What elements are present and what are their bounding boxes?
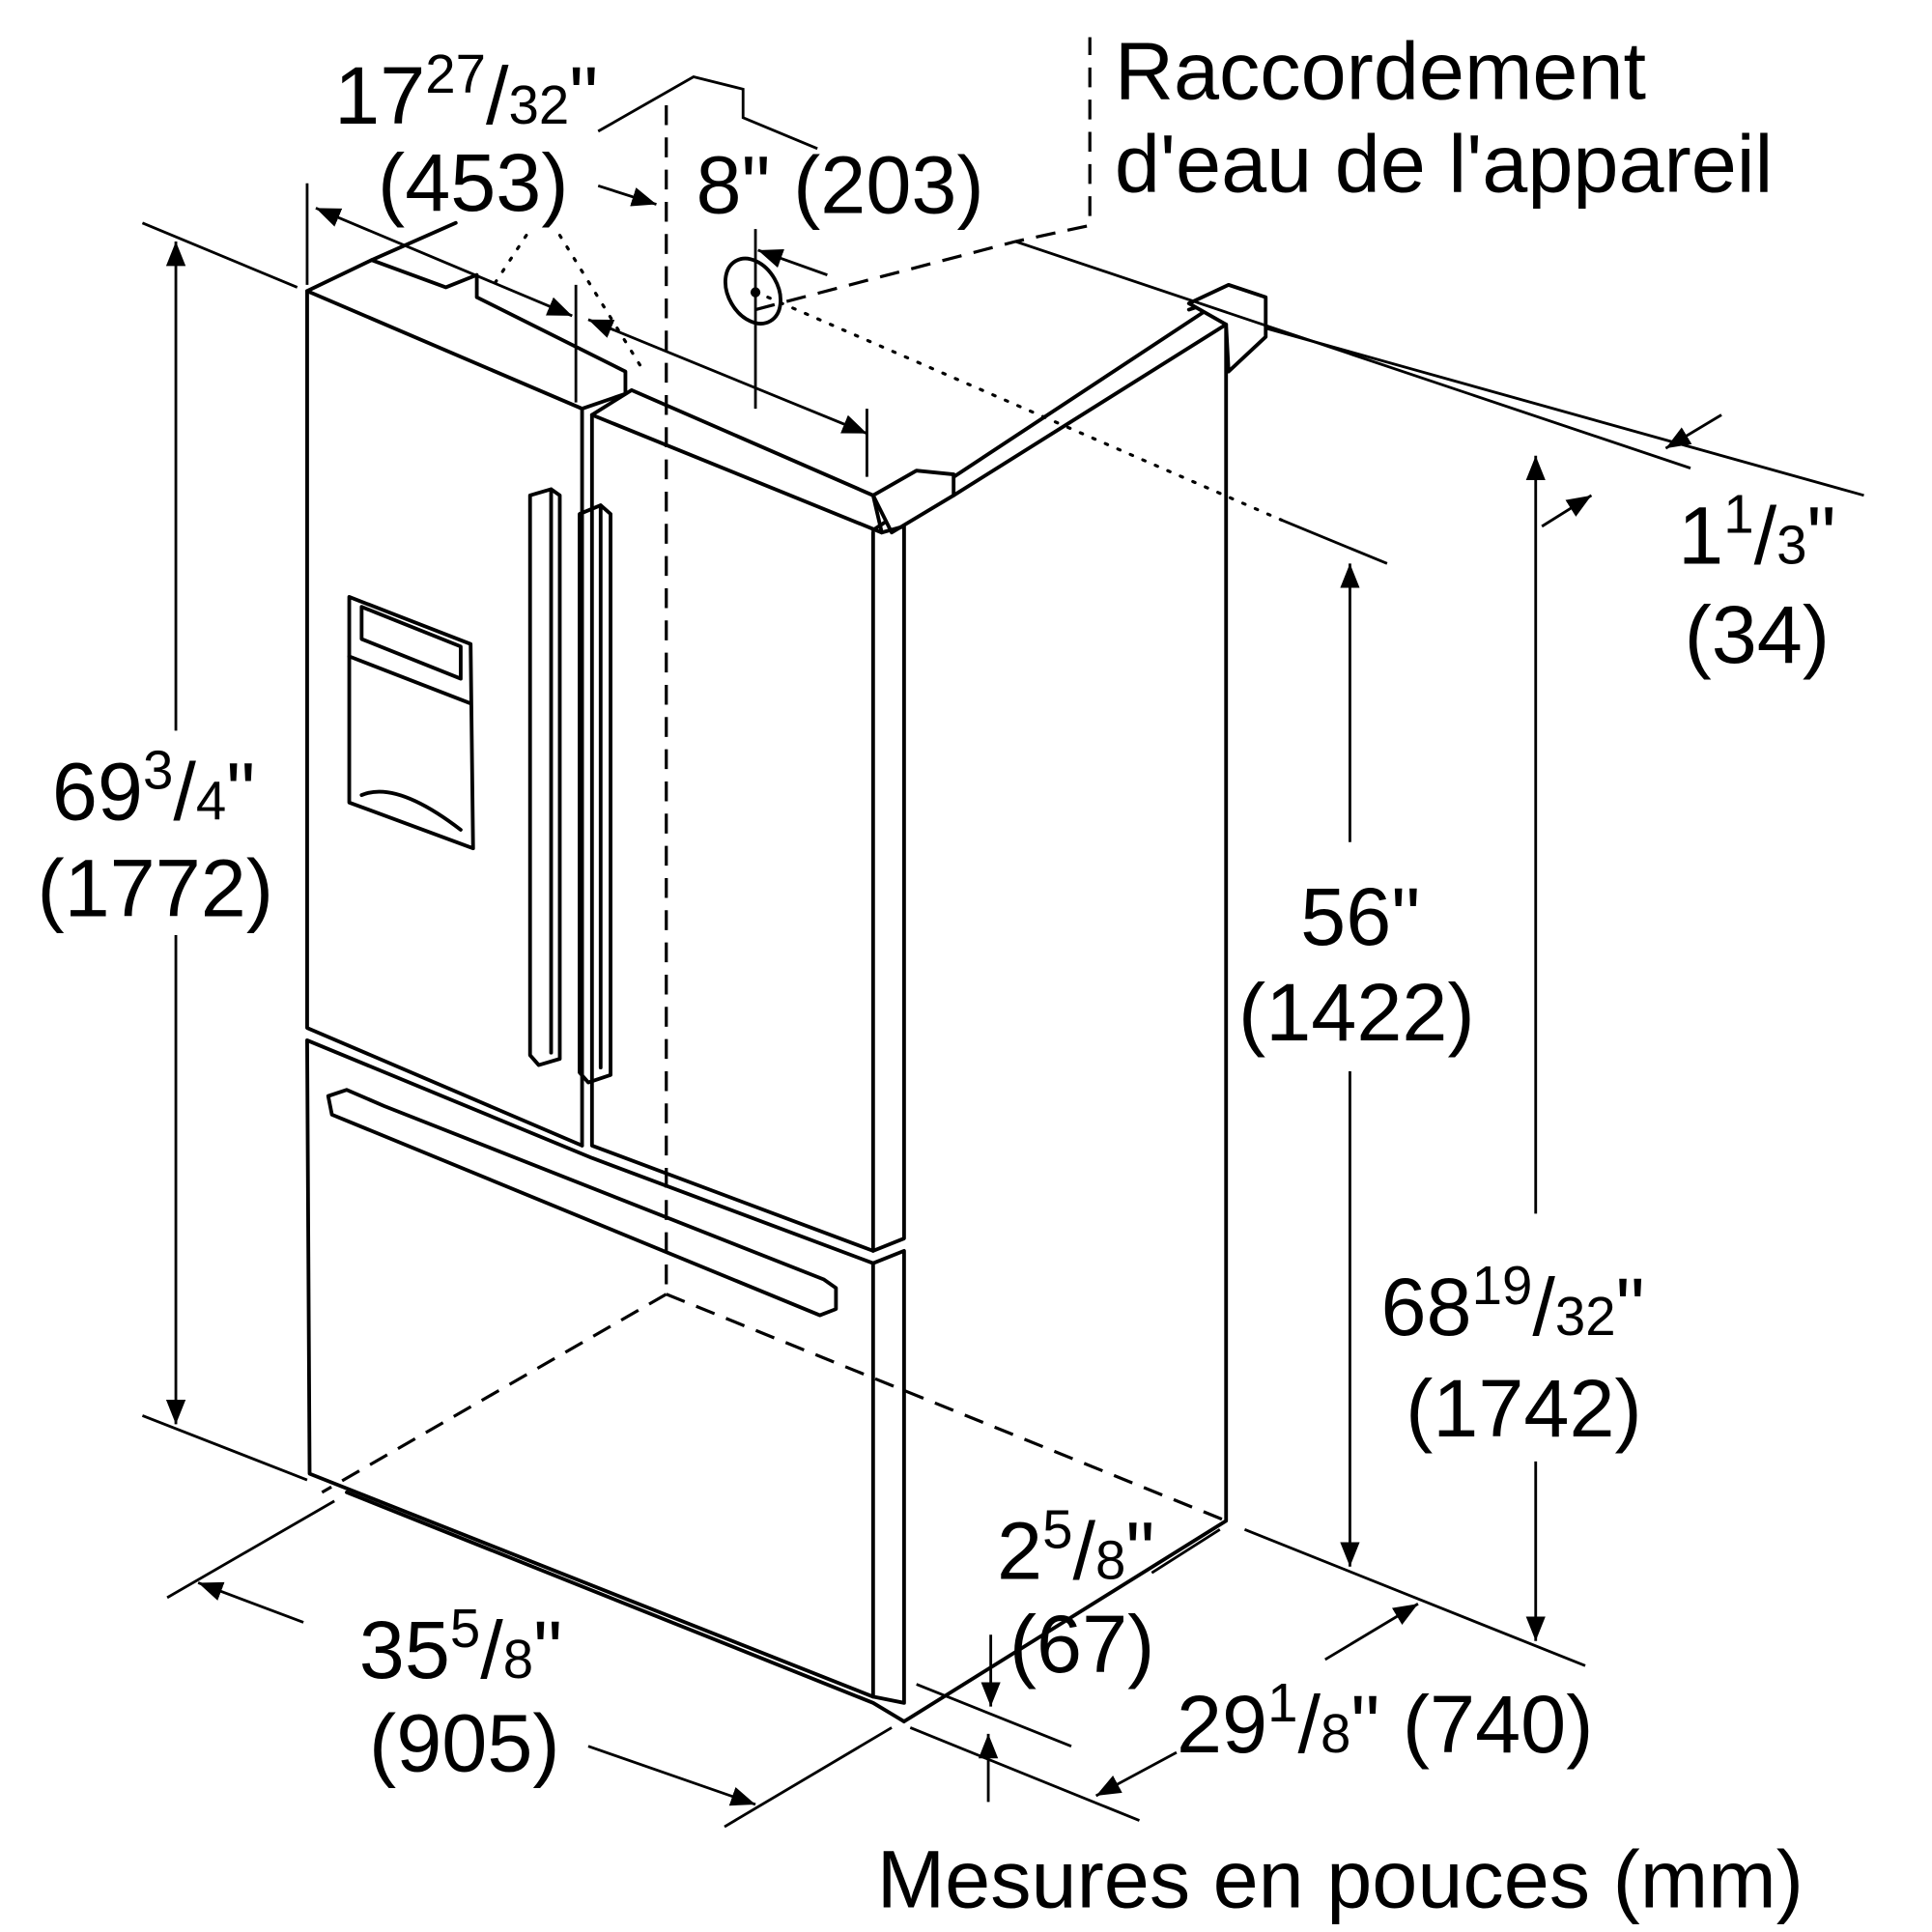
width-inch: 355/8" xyxy=(359,1598,562,1695)
cabinet-height-inch: 6819/32" xyxy=(1380,1255,1644,1352)
door-depth-mm: (67) xyxy=(1009,1598,1154,1690)
water-height-inch: 56" xyxy=(1300,870,1420,962)
cabinet-height-mm: (1742) xyxy=(1406,1362,1642,1454)
depth-label: 291/8" (740) xyxy=(1177,1672,1593,1770)
top-cap-mm: (34) xyxy=(1685,588,1830,680)
water-connection-line2: d'eau de l'appareil xyxy=(1115,118,1774,210)
top-width-inch: 1727/32" xyxy=(334,43,598,141)
top-cap-inch: 11/3" xyxy=(1678,483,1835,581)
units-footer: Mesures en pouces (mm) xyxy=(877,1833,1804,1924)
water-offset-label: 8" (203) xyxy=(696,139,984,231)
total-height-mm: (1772) xyxy=(37,842,273,934)
water-connection-line1: Raccordement xyxy=(1115,25,1646,117)
water-height-mm: (1422) xyxy=(1238,966,1475,1058)
dimension-labels: 1727/32" (453) 8" (203) Raccordement d'e… xyxy=(37,25,1835,1925)
refrigerator-drawing xyxy=(305,37,1268,1723)
total-height-inch: 693/4" xyxy=(52,740,255,838)
width-mm: (905) xyxy=(369,1696,560,1788)
dimension-lines xyxy=(141,74,1864,1829)
door-depth-inch: 25/8" xyxy=(997,1499,1154,1597)
top-width-mm: (453) xyxy=(378,136,569,228)
